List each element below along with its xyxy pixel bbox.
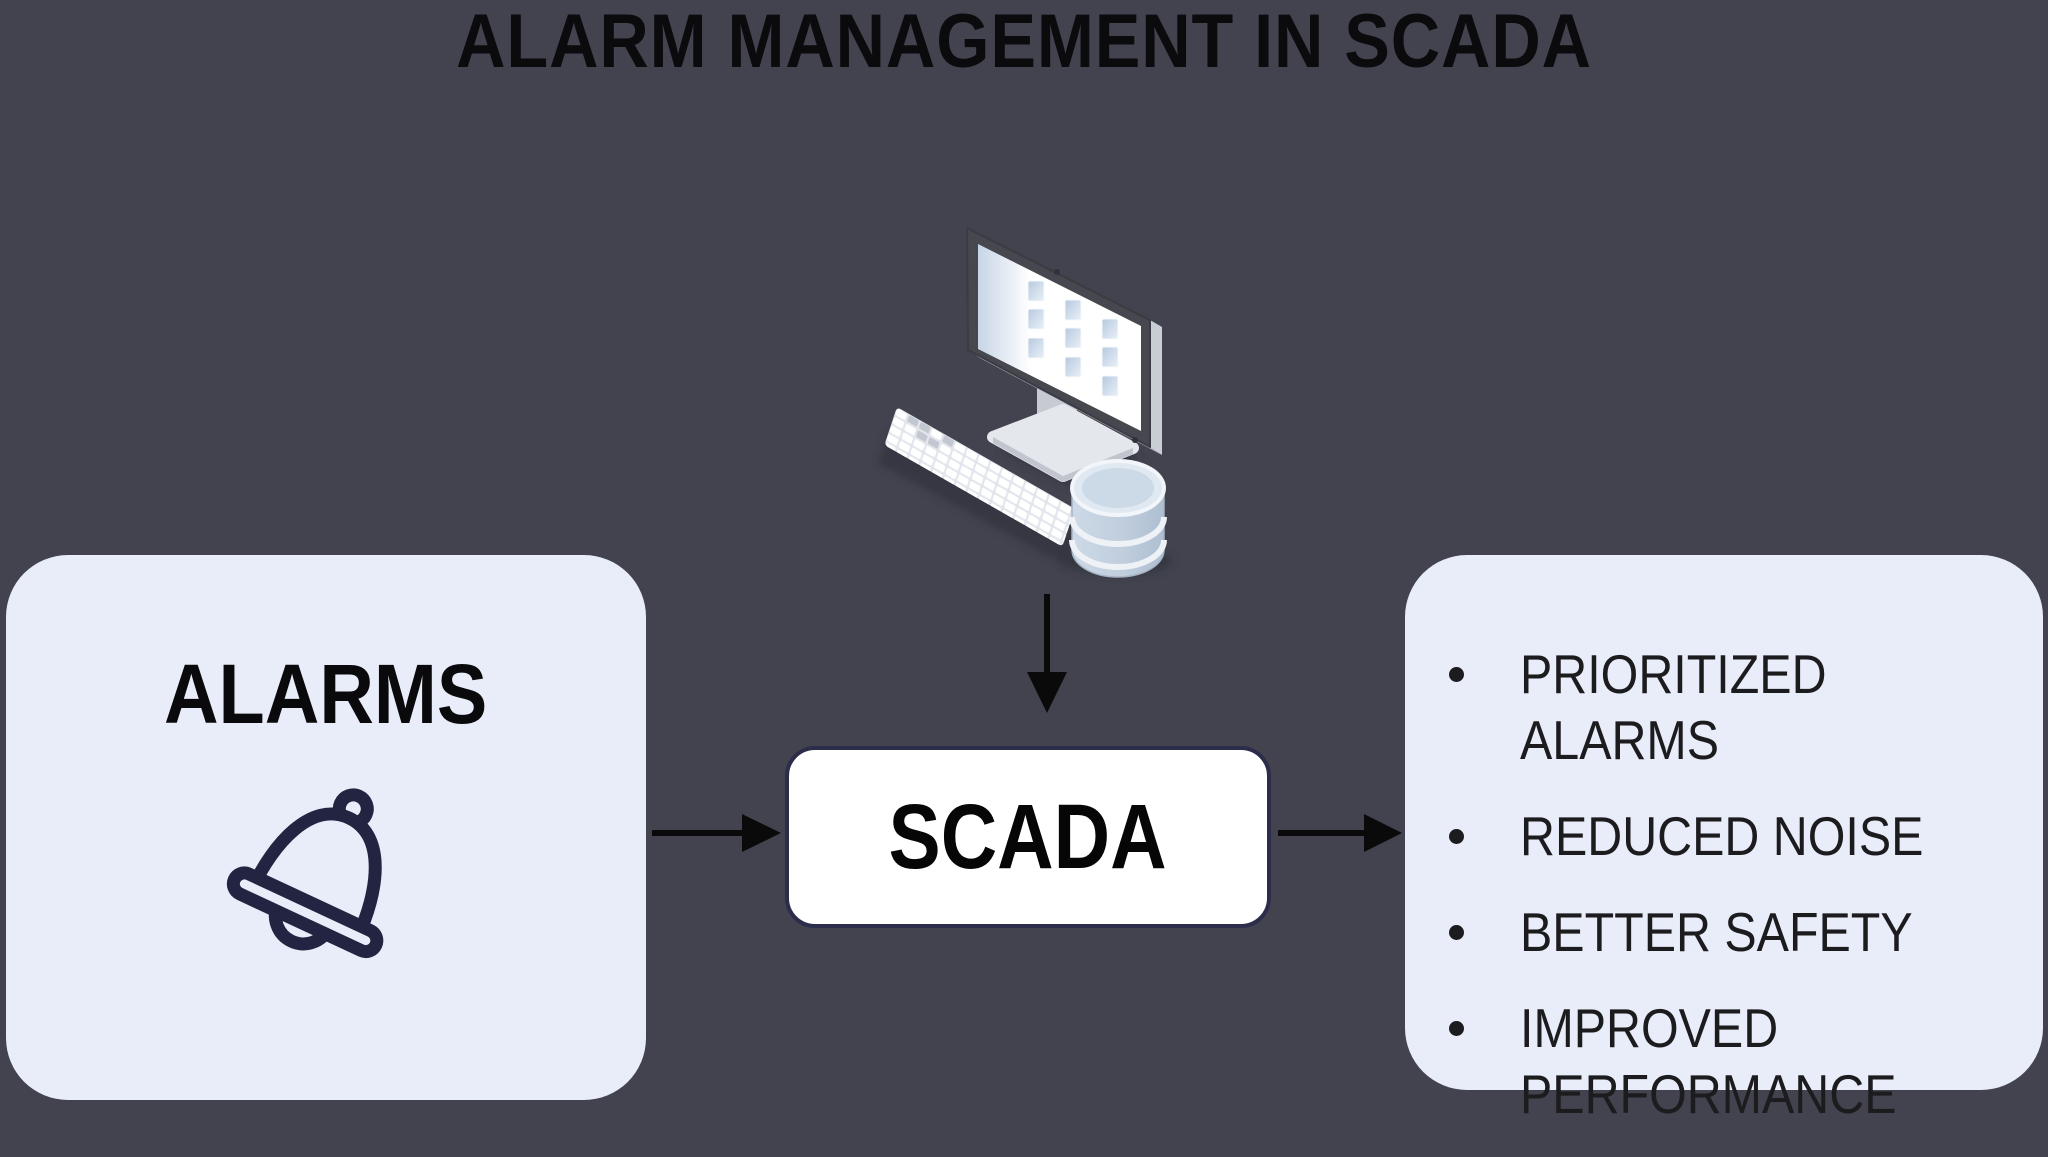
benefit-item-text: IMPROVED PERFORMANCE	[1520, 997, 1897, 1125]
keyboard-icon	[885, 408, 1074, 546]
arrow-down-icon	[1027, 594, 1067, 713]
page-title: ALARM MANAGEMENT IN SCADA	[0, 0, 2048, 84]
benefit-item-text: PRIORITIZED ALARMS	[1520, 643, 1827, 771]
scada-node-label: SCADA	[864, 791, 1191, 883]
alarms-card-title: ALARMS	[0, 652, 652, 736]
scada-node: SCADA	[785, 746, 1271, 928]
computer-with-database-icon	[878, 227, 1172, 578]
benefit-item: PRIORITIZED ALARMS	[1449, 641, 2013, 773]
benefit-item: BETTER SAFETY	[1449, 899, 2013, 965]
bell-icon	[226, 788, 384, 959]
benefit-item-text: REDUCED NOISE	[1520, 805, 1924, 867]
arrow-alarms-to-scada-icon	[652, 814, 781, 852]
scada-node-label-text: SCADA	[888, 786, 1168, 888]
benefit-item: IMPROVED PERFORMANCE	[1449, 995, 2013, 1127]
arrow-scada-to-benefits-icon	[1278, 814, 1402, 852]
benefit-item-text: BETTER SAFETY	[1520, 901, 1913, 963]
monitor-icon	[966, 227, 1162, 482]
benefit-list: PRIORITIZED ALARMS REDUCED NOISE BETTER …	[1449, 641, 2013, 1157]
benefit-item: REDUCED NOISE	[1449, 803, 2013, 869]
alarms-card-title-text: ALARMS	[164, 647, 488, 741]
database-icon	[1069, 459, 1167, 578]
page-title-text: ALARM MANAGEMENT IN SCADA	[456, 0, 1592, 84]
benefits-card: PRIORITIZED ALARMS REDUCED NOISE BETTER …	[1405, 555, 2043, 1125]
